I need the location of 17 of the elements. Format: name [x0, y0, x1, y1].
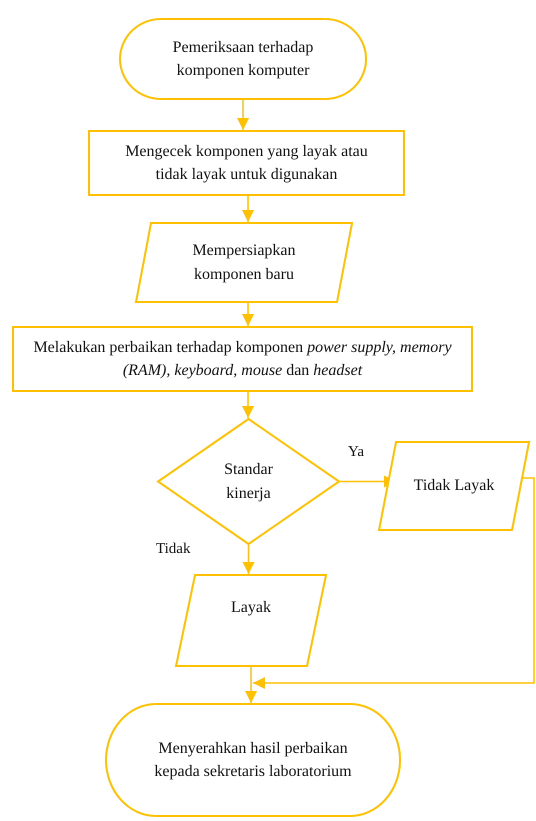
terminator-shape — [119, 18, 367, 100]
node-text: Mengecek komponen yang layak atau tidak layak untuk digunakan — [124, 142, 369, 185]
node-text: Pemeriksaan terhadap komponen komputer — [172, 38, 314, 81]
process-box — [12, 326, 473, 392]
edge-label: Ya — [348, 444, 364, 461]
data-parallelogram — [378, 441, 530, 531]
node-text: Layak — [231, 598, 271, 618]
node-text: Mempersiapkan komponen baru — [191, 241, 297, 284]
process-box — [88, 130, 405, 196]
terminator-shape — [105, 703, 401, 817]
data-parallelogram — [134, 222, 354, 303]
data-parallelogram — [174, 574, 328, 667]
node-text: Standar kinerja — [223, 460, 274, 504]
edge-label: Tidak — [156, 541, 190, 558]
node-text: Menyerahkan hasil perbaikan kepada sekretaris laboratorium — [153, 738, 353, 782]
node-text: Melakukan perbaikan terhadap komponen power supply, memory (RAM), keyboard, mouse dan headset — [32, 338, 453, 381]
node-text: Tidak Layak — [414, 476, 494, 496]
